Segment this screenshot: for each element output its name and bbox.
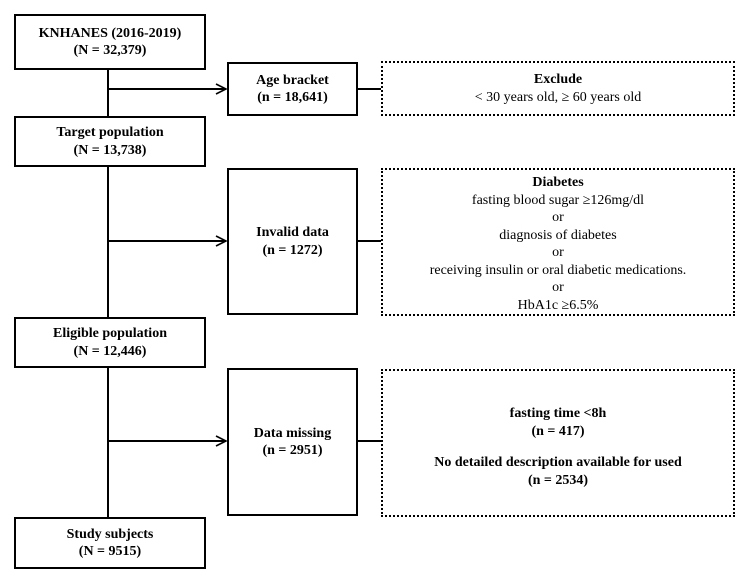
eligible-population-count: (N = 12,446) <box>73 343 147 359</box>
age-exclude-title: Exclude <box>533 72 583 87</box>
invalid-data-box: Invalid data (n = 1272) <box>227 168 358 315</box>
no-description-reason: No detailed description available for us… <box>434 455 682 470</box>
criterion-fasting-sugar: fasting blood sugar ≥126mg/dl <box>471 192 645 208</box>
diabetes-title: Diabetes <box>532 175 584 190</box>
data-missing-count: (n = 2951) <box>262 443 323 458</box>
target-population-box: Target population (N = 13,738) <box>14 116 206 167</box>
criterion-or: or <box>552 210 564 225</box>
fasting-time-count: (n = 417) <box>531 423 585 439</box>
fasting-time-reason: fasting time <8h <box>509 406 607 421</box>
knhanes-count: (N = 32,379) <box>73 43 147 58</box>
criterion-diagnosis: diagnosis of diabetes <box>499 227 617 243</box>
age-bracket-label: Age bracket <box>256 72 329 88</box>
target-population-count: (N = 13,738) <box>73 142 147 158</box>
criterion-medication: receiving insulin or oral diabetic medic… <box>429 262 687 278</box>
age-exclude-text: < 30 years old, ≥ 60 years old <box>474 89 642 105</box>
target-population-title: Target population <box>56 125 164 140</box>
data-missing-label: Data missing <box>253 425 332 441</box>
study-subjects-title: Study subjects <box>66 526 154 542</box>
study-subjects-box: Study subjects (N = 9515) <box>14 517 206 569</box>
criterion-hba1c: HbA1c ≥6.5% <box>517 297 599 313</box>
no-description-count: (n = 2534) <box>527 472 589 488</box>
age-bracket-box: Age bracket (n = 18,641) <box>227 62 358 116</box>
data-missing-box: Data missing (n = 2951) <box>227 368 358 516</box>
invalid-data-count: (n = 1272) <box>262 242 323 258</box>
diabetes-detail-box: Diabetes fasting blood sugar ≥126mg/dl o… <box>381 168 735 316</box>
knhanes-box: KNHANES (2016-2019) (N = 32,379) <box>14 14 206 70</box>
invalid-data-label: Invalid data <box>256 225 329 240</box>
knhanes-title: KNHANES (2016-2019) <box>38 25 182 41</box>
eligible-population-box: Eligible population (N = 12,446) <box>14 317 206 368</box>
age-exclude-detail-box: Exclude < 30 years old, ≥ 60 years old <box>381 61 735 116</box>
criterion-or: or <box>552 280 564 295</box>
study-subjects-count: (N = 9515) <box>78 544 142 559</box>
criterion-or: or <box>552 245 564 260</box>
missing-detail-box: fasting time <8h (n = 417) No detailed d… <box>381 369 735 517</box>
age-bracket-count: (n = 18,641) <box>257 90 328 105</box>
eligible-population-title: Eligible population <box>53 326 167 341</box>
